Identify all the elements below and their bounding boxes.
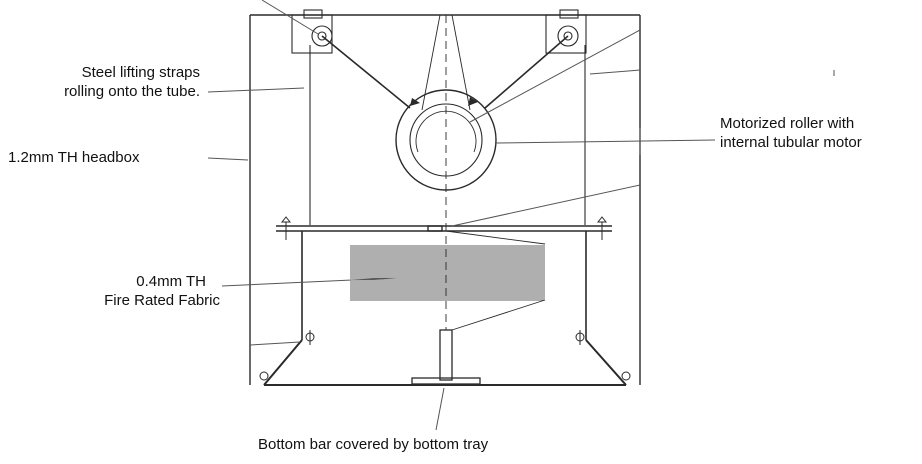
steel-straps [321,35,569,109]
center-lines [421,14,471,330]
roller-label-line1: Motorized roller with [720,115,855,132]
tray-fasteners [259,330,631,381]
headbox-label: 1.2mm TH headbox [8,149,140,166]
leader-lines [207,0,835,431]
roller-label-line2: internal tubular motor [720,134,862,151]
fabric-label: 0.4mm TH Fire Rated Fabric [70,272,220,310]
fabric-feed [445,230,546,331]
roller-label: Motorized roller with internal tubular m… [720,114,862,152]
left-bracket [291,9,333,54]
motorized-roller [395,89,497,191]
bottom-bar-label: Bottom bar covered by bottom tray [258,436,489,453]
lower-walls [301,231,587,340]
steel-straps-label-line2: rolling onto the tube. [64,83,200,100]
bottom-bar [411,329,481,385]
steel-straps-label: Steel lifting straps rolling onto the tu… [40,63,200,101]
fabric-label-line2: Fire Rated Fabric [104,292,220,309]
middle-shelf [276,225,612,232]
fabric-roll [350,245,545,301]
inner-rails [309,45,586,225]
shelf-fasteners [280,216,608,240]
steel-straps-label-line1: Steel lifting straps [81,64,200,81]
bottom-tray [263,339,627,386]
right-bracket [545,9,587,54]
fabric-label-line1: 0.4mm TH [136,273,206,290]
